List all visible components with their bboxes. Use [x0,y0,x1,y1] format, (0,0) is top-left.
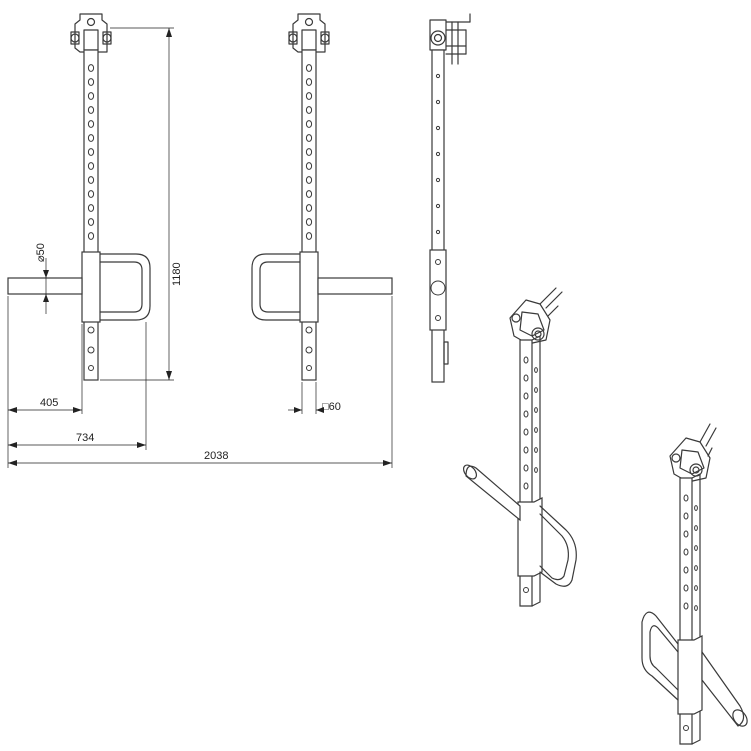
isometric-1-holes [523,356,538,490]
rear-view-bracket [288,13,330,53]
front-view-sleeve [81,251,101,323]
side-view [429,13,471,383]
rear-view-handle [251,253,301,321]
front-view-horizontal-bar [7,277,83,295]
isometric-view-1 [462,287,577,607]
height-label: 1180 [171,262,183,286]
height-dimension: 1180 [100,27,183,381]
square-tube-label: □60 [322,401,341,413]
diameter-dimension: ⌀50 [35,243,49,314]
side-view-holes [435,73,441,235]
horizontal-dimensions: 405 734 2038 [7,296,393,468]
side-view-upright [431,49,445,383]
square-tube-dimension: □60 [288,382,341,414]
rear-view-horizontal-bar [317,277,393,295]
rear-view [251,13,393,381]
isometric-1-handle [539,505,577,587]
front-view-bracket [70,13,112,53]
rear-view-sleeve [299,251,319,323]
front-view [7,13,151,381]
offset-734-label: 734 [76,432,94,444]
isometric-2-handle [641,611,679,701]
isometric-2-holes [683,494,698,611]
offset-405-label: 405 [40,397,58,409]
isometric-view-2 [641,423,748,745]
front-view-handle [99,253,151,321]
diameter-label: ⌀50 [35,243,47,262]
isometric-2-horizontal-bar [701,650,745,727]
total-width-label: 2038 [204,450,228,462]
isometric-1-horizontal-bar [465,465,521,522]
